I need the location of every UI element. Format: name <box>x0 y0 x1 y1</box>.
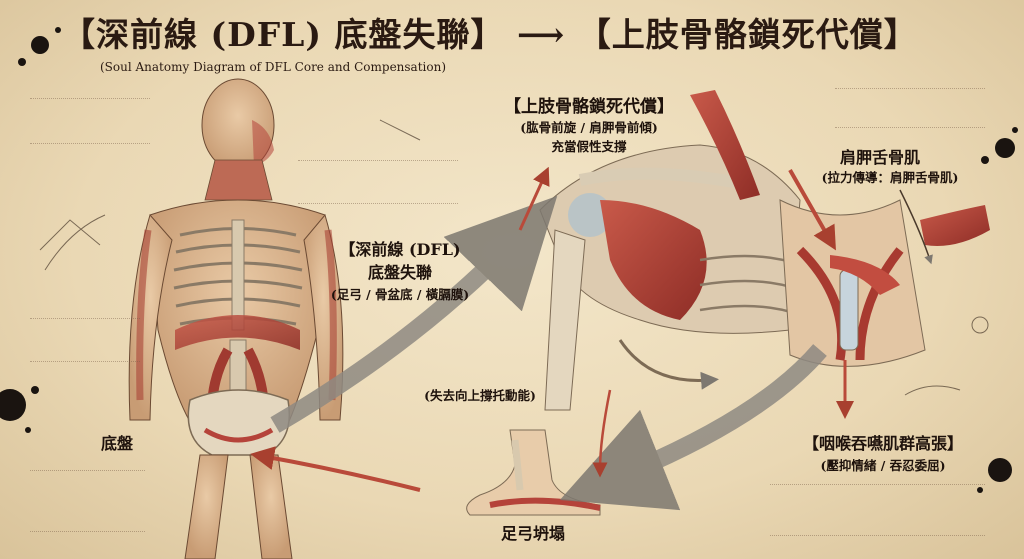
pelvic-floor-label: 底盤 <box>100 434 133 453</box>
throat-sub: (壓抑情緒 / 吞忍委屈) <box>820 458 946 473</box>
omohyoid-title: 肩胛舌骨肌 <box>839 148 920 167</box>
lost-support-label: (失去向上撐托動能) <box>424 388 536 403</box>
decorative-script-block <box>298 160 458 204</box>
sketch-doodles <box>39 119 989 396</box>
upper-compensation-sub2: 充當假性支撐 <box>551 139 627 154</box>
omohyoid-sub: (拉力傳導：肩胛舌骨肌) <box>821 170 959 185</box>
mirrored-text-shape <box>30 98 150 144</box>
decorative-script-block <box>770 484 985 536</box>
full-body-figure <box>128 78 344 559</box>
foot-anatomy <box>466 429 601 516</box>
decorative-script-block <box>30 470 145 532</box>
upper-compensation-sub1: (肱骨前旋 / 肩胛骨前傾) <box>520 120 658 135</box>
mirrored-text-shape <box>30 318 140 362</box>
decorative-script-block <box>30 98 150 144</box>
mirrored-text-shape <box>770 484 985 536</box>
throat-muscles <box>779 199 990 367</box>
arch-collapse-label: 足弓坍塌 <box>500 524 565 543</box>
throat-title: 【咽喉吞嚥肌群高張】 <box>802 434 963 453</box>
mirrored-text-shape <box>298 160 458 204</box>
decorative-script-block <box>835 88 985 128</box>
dfl-title-line2: 底盤失聯 <box>367 263 432 282</box>
ink-splatter-decoration <box>0 27 1018 493</box>
flow-arrows <box>250 166 933 511</box>
mirrored-text-shape <box>30 470 145 532</box>
dfl-sub: (足弓 / 骨盆底 / 橫膈膜) <box>330 287 470 302</box>
upper-compensation-title: 【上肢骨骼鎖死代償】 <box>504 97 674 117</box>
mirrored-text-shape <box>835 88 985 128</box>
page-subtitle: (Soul Anatomy Diagram of DFL Core and Co… <box>100 60 447 74</box>
page-title: 【深前線 (DFL) 底盤失聯】 ⟶ 【上肢骨骼鎖死代償】 <box>62 15 918 54</box>
dfl-title-line1: 【深前線 (DFL) <box>339 240 461 259</box>
decorative-script-block <box>30 318 140 362</box>
